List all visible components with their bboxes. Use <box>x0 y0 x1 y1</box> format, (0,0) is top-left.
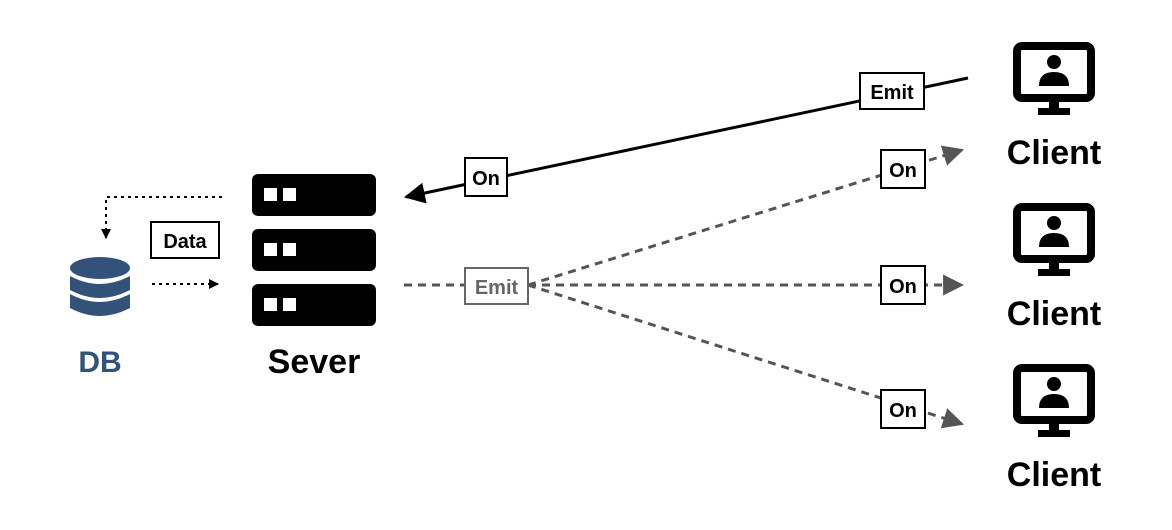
database-icon <box>70 257 130 316</box>
client-on-label-2: On <box>880 265 926 305</box>
svg-text:On: On <box>889 160 917 182</box>
client-label-2: Client <box>1007 295 1101 333</box>
svg-text:On: On <box>472 168 500 190</box>
client-label-1: Client <box>1007 134 1101 172</box>
server-label: Sever <box>268 343 361 381</box>
client-emit-label: Emit <box>859 72 925 110</box>
client-on-label-1: On <box>880 149 926 189</box>
svg-text:Emit: Emit <box>475 277 519 299</box>
svg-text:On: On <box>889 276 917 298</box>
server-rack-icon <box>252 174 376 326</box>
data-edge-label: Data <box>150 221 220 259</box>
svg-text:On: On <box>889 400 917 422</box>
server-emit-label: Emit <box>464 267 529 305</box>
svg-text:Emit: Emit <box>870 82 914 104</box>
client-on-label-3: On <box>880 389 926 429</box>
monitor-user-icon <box>1013 364 1095 437</box>
server-on-label: On <box>464 157 508 197</box>
svg-text:Data: Data <box>163 231 207 253</box>
db-label: DB <box>78 346 121 379</box>
monitor-user-icon <box>1013 42 1095 115</box>
monitor-user-icon <box>1013 203 1095 276</box>
client-label-3: Client <box>1007 456 1101 494</box>
